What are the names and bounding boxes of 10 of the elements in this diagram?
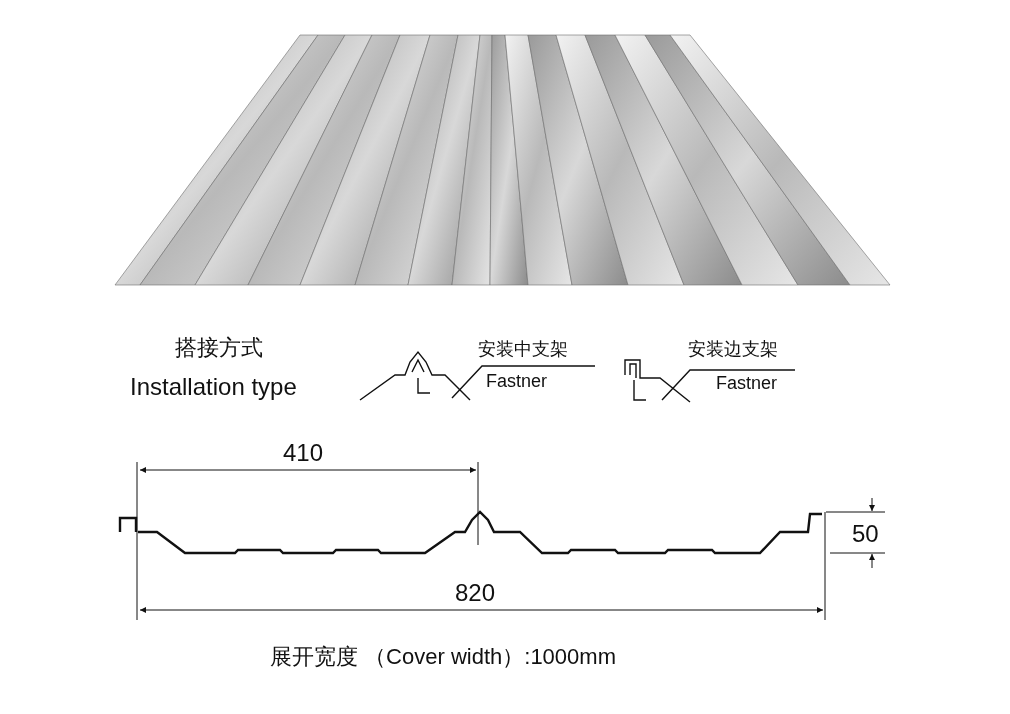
fastener-label: Fastner [716,374,778,394]
fastener-label: 安装边支架 [688,340,778,360]
chinese-heading: 搭接方式 [175,336,263,361]
dimension-value: 50 [852,521,879,548]
fastener-label: Fastner [486,372,548,392]
width-note: 展开宽度 （Cover width）:1000mm [270,645,616,670]
dimension-value: 410 [283,440,324,467]
fastener-label: 安装中支架 [478,340,568,360]
english-heading: Installation type [130,374,297,401]
dimension-value: 820 [455,580,496,607]
